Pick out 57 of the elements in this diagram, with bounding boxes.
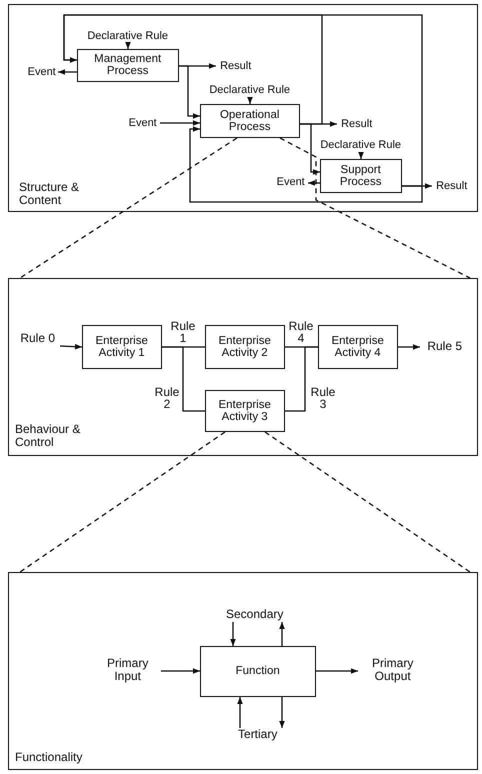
projection-line bbox=[264, 431, 470, 573]
process-box: Operational Process bbox=[200, 104, 300, 138]
activity-box: Enterprise Activity 2 bbox=[204, 324, 285, 369]
function-box: Function bbox=[200, 646, 316, 697]
panel-title: Behaviour & Control bbox=[15, 423, 82, 449]
result-label: Result bbox=[216, 60, 256, 73]
rule-label: Declarative Rule bbox=[78, 30, 178, 43]
activity-box: Enterprise Activity 3 bbox=[204, 390, 285, 432]
arrow bbox=[58, 69, 77, 75]
arrow bbox=[179, 65, 200, 119]
rule-label: Declarative Rule bbox=[200, 84, 300, 97]
connector-line bbox=[285, 346, 318, 412]
flow-label: Secondary bbox=[220, 608, 290, 622]
panel-frame bbox=[8, 572, 478, 770]
arrow bbox=[237, 697, 243, 728]
arrow bbox=[63, 14, 423, 187]
event-label: Event bbox=[274, 176, 308, 189]
panel-frame bbox=[8, 278, 478, 456]
projection-line bbox=[20, 431, 226, 573]
arrow bbox=[358, 152, 364, 159]
projection-line bbox=[20, 137, 238, 279]
rule-label: Rule 0 bbox=[16, 332, 60, 346]
flow-label: Tertiary bbox=[228, 728, 288, 742]
activity-box: Enterprise Activity 1 bbox=[82, 324, 162, 369]
edge-label: Rule 2 bbox=[153, 386, 181, 410]
edge-label: Rule 3 bbox=[309, 386, 337, 410]
process-box: Management Process bbox=[76, 48, 179, 82]
arrow bbox=[308, 180, 320, 186]
arrow bbox=[160, 120, 200, 126]
process-box: Support Process bbox=[320, 158, 402, 193]
flow-label: Primary Input bbox=[94, 656, 161, 685]
rule-label: Rule 5 bbox=[420, 340, 470, 354]
arrow bbox=[230, 622, 236, 646]
rule-label: Declarative Rule bbox=[310, 138, 411, 152]
arrow bbox=[161, 668, 200, 674]
arrow bbox=[60, 344, 82, 350]
event-label: Event bbox=[26, 66, 58, 79]
edge-label: Rule 1 bbox=[169, 320, 197, 344]
arrow bbox=[189, 126, 423, 203]
arrow bbox=[279, 622, 285, 646]
arrow bbox=[279, 697, 285, 728]
panel-frame bbox=[8, 4, 478, 212]
arrow bbox=[247, 97, 253, 104]
projection-line bbox=[280, 137, 470, 279]
arrow bbox=[398, 344, 420, 350]
edge-label: Rule 4 bbox=[287, 320, 315, 344]
connector-line bbox=[162, 346, 205, 412]
activity-box: Enterprise Activity 4 bbox=[318, 324, 398, 369]
arrow bbox=[125, 42, 131, 49]
result-label: Result bbox=[432, 180, 472, 193]
event-label: Event bbox=[126, 116, 160, 130]
flow-label: Primary Output bbox=[358, 656, 428, 685]
panel-title: Functionality bbox=[15, 751, 84, 764]
arrow bbox=[316, 668, 358, 674]
panel-title: Structure & Content bbox=[19, 181, 80, 207]
result-label: Result bbox=[336, 118, 377, 131]
arrow bbox=[300, 123, 320, 175]
